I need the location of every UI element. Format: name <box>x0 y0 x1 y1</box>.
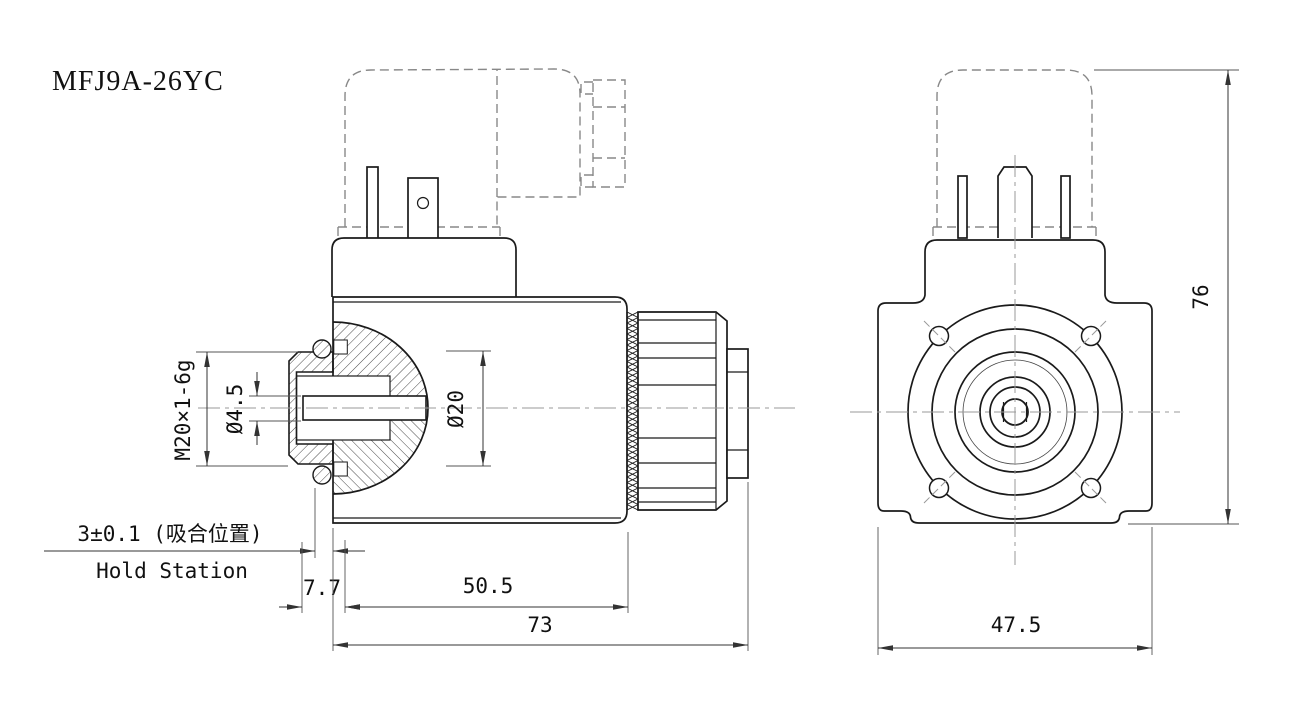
din-connector-outline <box>337 68 626 238</box>
front-pin-right <box>1060 175 1071 239</box>
oring-groove-top <box>333 339 348 355</box>
side-view <box>198 68 795 524</box>
body-width-label: 47.5 <box>991 613 1042 637</box>
dim-tube-diameter: Ø20 <box>444 350 491 467</box>
dim-total-length: 73 <box>332 482 749 651</box>
front-connector-dashed <box>932 69 1097 238</box>
dim-body-length: 50.5 <box>345 532 629 613</box>
dim-pin-diameter: Ø4.5 <box>223 372 301 445</box>
pin-protrusion-label: 7.7 <box>303 576 341 600</box>
dim-pin-protrusion: 7.7 <box>279 540 368 613</box>
connector-body-dashed <box>344 68 581 227</box>
hold-station-label-cn: 3±0.1 (吸合位置) <box>77 522 262 546</box>
connector-collar-dashed <box>337 226 501 238</box>
terminal-housing-block <box>331 237 517 297</box>
thread-label: M20×1-6g <box>171 359 195 460</box>
o-ring-top <box>312 339 332 359</box>
end-cap <box>726 348 749 479</box>
mounting-notches <box>923 320 1107 504</box>
o-ring-bottom <box>312 465 332 485</box>
total-height-label: 76 <box>1189 284 1213 309</box>
drawing-title: MFJ9A-26YC <box>52 66 224 97</box>
total-length-label: 73 <box>527 613 552 637</box>
retaining-nut-section <box>288 351 334 465</box>
front-pin-left <box>957 175 968 239</box>
cable-gland-dashed <box>580 79 626 188</box>
o-rings <box>312 339 332 485</box>
dim-total-height: 76 <box>1094 69 1239 525</box>
terminal-pins <box>366 166 439 241</box>
terminal-pin-thin <box>366 166 379 241</box>
dim-thread: M20×1-6g <box>171 351 298 467</box>
pin-diameter-label: Ø4.5 <box>223 384 247 435</box>
front-view-dimensions: 76 47.5 <box>877 69 1239 655</box>
front-view <box>850 69 1180 565</box>
dim-body-width: 47.5 <box>877 527 1153 655</box>
terminal-pin-hole <box>416 196 430 210</box>
knurled-nut <box>637 311 728 511</box>
oring-groove-bottom <box>333 461 348 477</box>
knurl-band <box>626 312 639 510</box>
tube-diameter-label: Ø20 <box>444 390 468 428</box>
side-view-dimensions: M20×1-6g Ø4.5 Ø20 3±0.1 (吸合位置) Hold Stat… <box>44 350 749 651</box>
body-length-label: 50.5 <box>463 574 514 598</box>
hold-station-label-en: Hold Station <box>96 559 248 583</box>
dim-hold-station: 3±0.1 (吸合位置) Hold Station <box>44 488 365 583</box>
